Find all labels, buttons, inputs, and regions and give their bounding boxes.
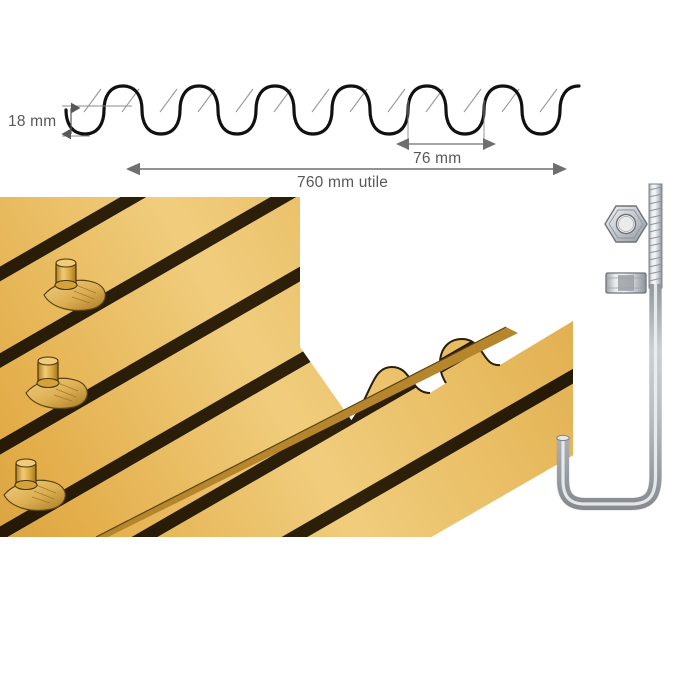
hook-bolt [556, 183, 663, 511]
fastener-assembly [43, 258, 106, 312]
hardware-svg [556, 183, 663, 511]
hook-bolt-hardware [545, 180, 700, 540]
wave-profile-path [64, 84, 581, 136]
hex-nut-top-view [604, 205, 648, 243]
fastener-assembly [3, 458, 66, 512]
fastener-assembly [25, 356, 88, 410]
bolt-thread-lines [648, 186, 663, 282]
hex-nut-side-view [605, 272, 647, 294]
profile-svg [61, 84, 581, 176]
corrugation-profile-drawing: 18 mm 76 mm 760 mm utile [0, 0, 700, 200]
sheet-rib-band-group [0, 197, 573, 537]
corrugated-sheet [0, 197, 573, 537]
roof-sheet-svg [0, 197, 573, 537]
roof-sheet-photo [0, 197, 573, 537]
fastener-group [3, 258, 106, 512]
dimension-label-pitch: 76 mm [413, 150, 462, 167]
dimension-label-width: 760 mm utile [297, 174, 389, 191]
dimension-label-height: 18 mm [8, 113, 57, 130]
